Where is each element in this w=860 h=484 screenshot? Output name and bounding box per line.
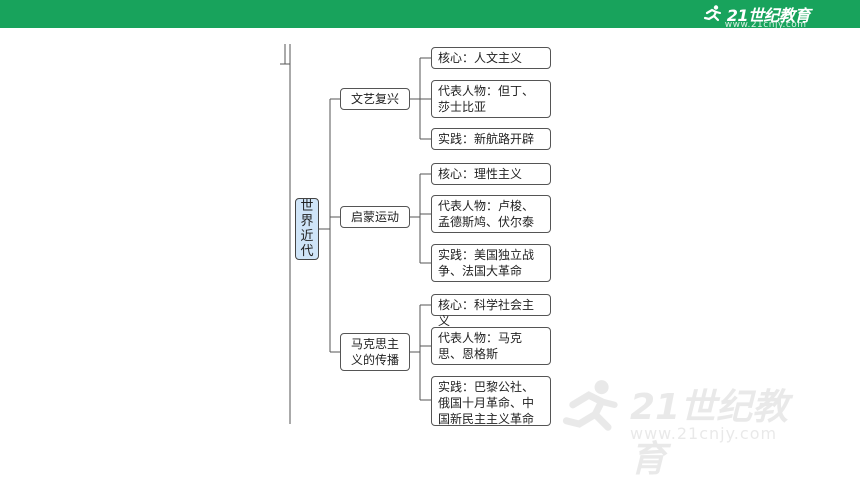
leaf-marxism-core: 核心：科学社会主义 [431, 294, 551, 328]
branch-node-enlightenment: 启蒙运动 [340, 206, 410, 228]
leaf-enlightenment-practice: 实践：美国独立战争、法国大革命 [431, 244, 551, 282]
logo-subtext: www.21cnjy.com [724, 20, 807, 30]
leaf-enlightenment-core: 核心：理性主义 [431, 163, 551, 185]
leaf-marxism-figures: 代表人物：马克思、恩格斯 [431, 327, 551, 365]
branch-node-renaissance: 文艺复兴 [340, 88, 410, 110]
runner-logo-icon [703, 5, 721, 22]
brand-logo[interactable]: 21世纪教育 www.21cnjy.com [703, 3, 811, 30]
leaf-marxism-practice: 实践：巴黎公社、俄国十月革命、中国新民主主义革命 [431, 376, 551, 426]
leaf-renaissance-practice: 实践：新航路开辟 [431, 128, 551, 150]
leaf-enlightenment-figures: 代表人物：卢梭、孟德斯鸠、伏尔泰 [431, 195, 551, 233]
mindmap-root-node: 世界近代 [295, 198, 319, 260]
logo-text: 21世纪教育 [726, 6, 811, 25]
leaf-renaissance-core: 核心：人文主义 [431, 47, 551, 69]
leaf-renaissance-figures: 代表人物：但丁、莎士比亚 [431, 80, 551, 118]
header-bar: 21世纪教育 www.21cnjy.com [0, 0, 860, 30]
branch-node-marxism: 马克思主义的传播 [340, 333, 410, 371]
